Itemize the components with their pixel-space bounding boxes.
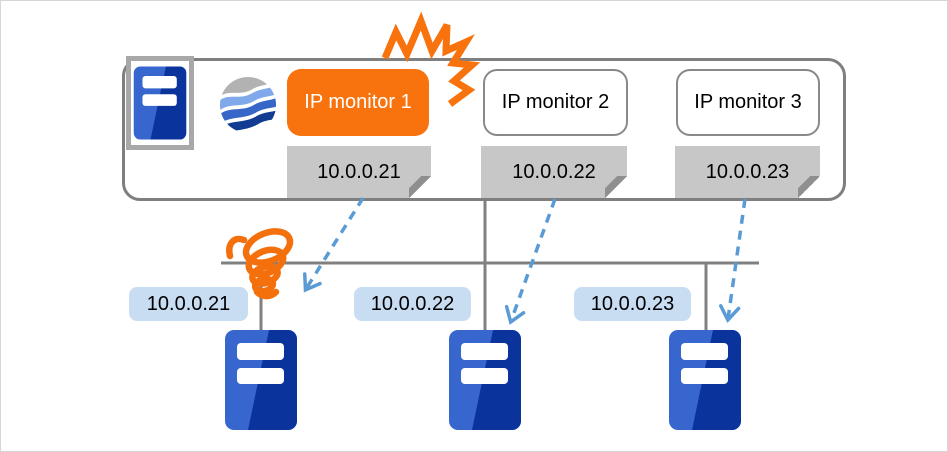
- server-3-ip-label: 10.0.0.23: [574, 287, 691, 321]
- monitor-2-ip-note: 10.0.0.22: [481, 146, 627, 198]
- dashed-ping-arrow-icon-1: [302, 197, 365, 293]
- server-1-ip: 10.0.0.21: [146, 292, 231, 315]
- server-icon: [668, 329, 742, 431]
- server-3-ip: 10.0.0.23: [590, 292, 675, 315]
- monitor-1-ip: 10.0.0.21: [317, 160, 401, 183]
- server-icon: [224, 329, 298, 431]
- note-fold-corner: [409, 176, 431, 198]
- server-1-ip-label: 10.0.0.21: [129, 287, 248, 321]
- monitor-3-label: IP monitor 3: [694, 91, 802, 113]
- server-icon: [133, 64, 187, 142]
- note-fold-corner: [605, 176, 627, 198]
- dashed-ping-arrow-icon-3: [719, 198, 747, 324]
- monitor-1-label: IP monitor 1: [304, 91, 412, 113]
- monitor-box-3: IP monitor 3: [676, 69, 820, 136]
- server-2-ip-label: 10.0.0.22: [354, 287, 471, 321]
- note-fold-corner: [798, 176, 820, 198]
- dashed-ping-arrow-icon-2: [504, 198, 557, 325]
- monitor-box-1: IP monitor 1: [287, 69, 429, 136]
- monitor-3-ip-note: 10.0.0.23: [675, 146, 820, 198]
- server-icon: [448, 329, 522, 431]
- server-2-ip: 10.0.0.22: [370, 292, 455, 315]
- broken-link-coil-icon: [226, 228, 294, 300]
- monitor-2-ip: 10.0.0.22: [512, 160, 596, 183]
- cluster-server-frame: [126, 56, 194, 150]
- monitor-3-ip: 10.0.0.23: [705, 160, 790, 183]
- monitor-box-2: IP monitor 2: [483, 69, 628, 136]
- wave-globe-logo-icon: [219, 76, 277, 134]
- monitor-1-ip-note: 10.0.0.21: [287, 146, 431, 198]
- monitor-2-label: IP monitor 2: [501, 91, 610, 113]
